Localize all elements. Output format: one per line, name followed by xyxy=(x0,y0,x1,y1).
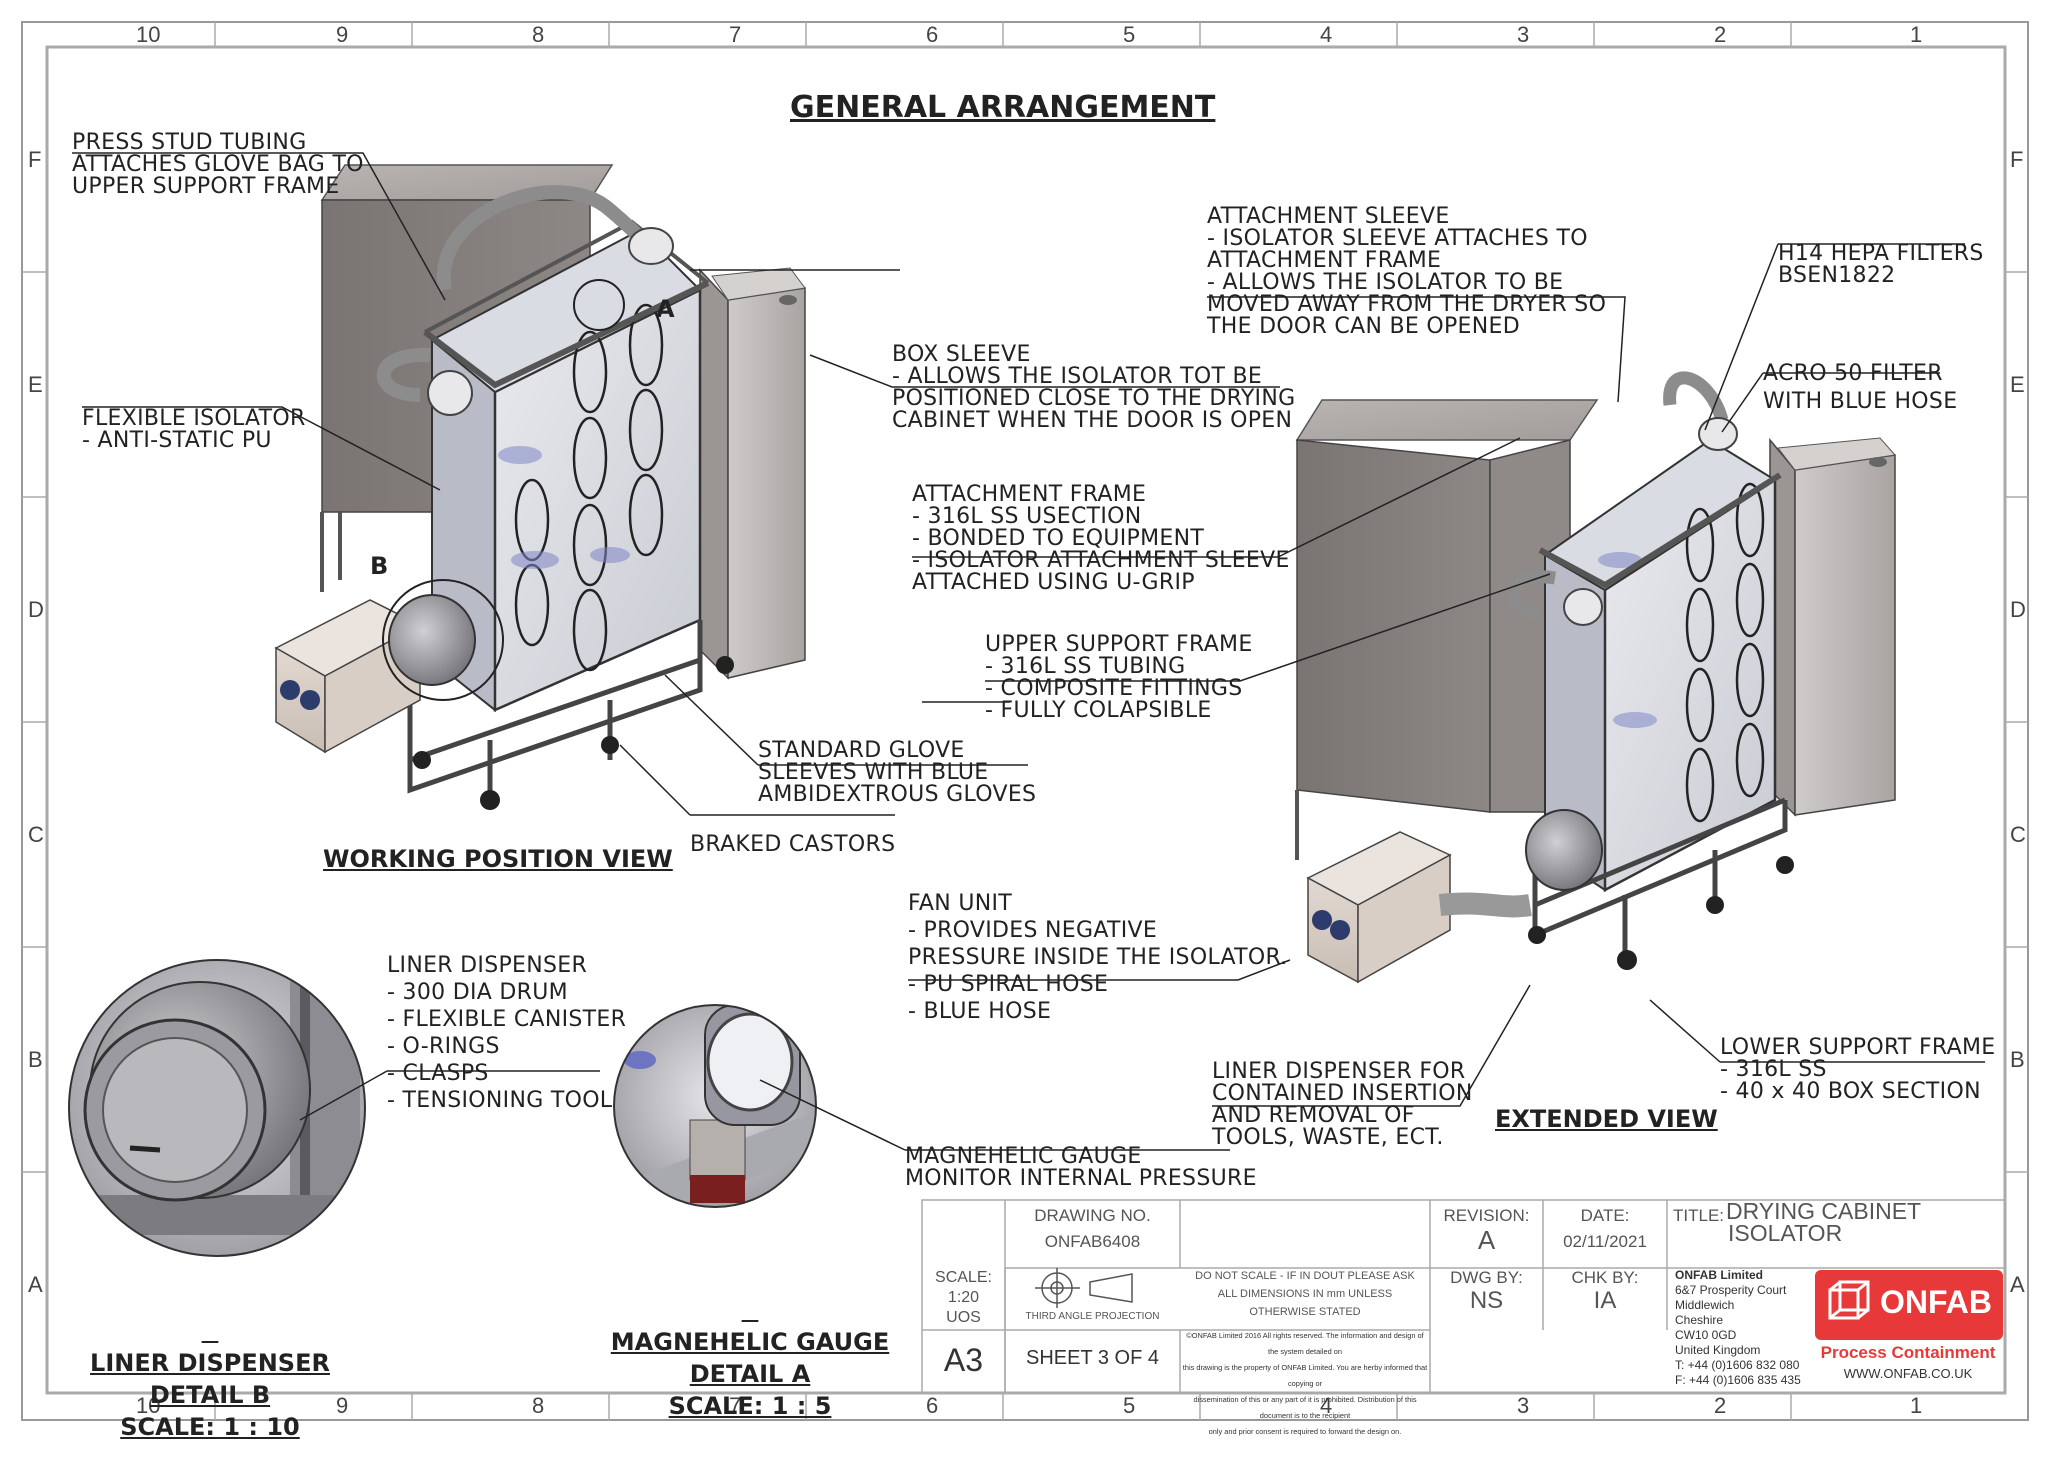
callout-braked-castors: BRAKED CASTORS xyxy=(690,832,896,857)
callout-liner-dispenser: LINER DISPENSER- 300 DIA DRUM- FLEXIBLE … xyxy=(387,953,627,1113)
detail-b-illustration xyxy=(68,959,366,1257)
zone-col-10-bottom: 10 xyxy=(136,1393,161,1418)
zone-row-a-left: A xyxy=(28,1272,43,1297)
zone-row-b-right: B xyxy=(2010,1047,2025,1072)
zone-row-c-left: C xyxy=(28,822,44,847)
sheet-number: SHEET 3 OF 4 xyxy=(1025,1347,1159,1369)
zone-col-2-top: 2 xyxy=(1714,22,1727,47)
revision-value: A xyxy=(1477,1225,1496,1255)
working-view-title: WORKING POSITION VIEW xyxy=(323,845,673,873)
zone-col-10-top: 10 xyxy=(136,22,161,47)
drawing-no-label: DRAWING NO. xyxy=(1034,1206,1151,1225)
drawing-sheet: 10 9 8 7 6 5 4 3 2 1 10 9 8 7 6 5 4 3 2 … xyxy=(21,21,2029,1441)
zone-row-a-right: A xyxy=(2010,1272,2025,1297)
zone-col-2-bottom: 2 xyxy=(1714,1393,1727,1418)
company-website: WWW.ONFAB.CO.UK xyxy=(1843,1366,1973,1381)
marker-b: B xyxy=(370,552,389,580)
callout-lower-support-frame: LOWER SUPPORT FRAME- 316L SS- 40 x 40 BO… xyxy=(1720,1035,1996,1104)
heading-underlines xyxy=(690,269,1010,703)
callout-attachment-sleeve: ATTACHMENT SLEEVE- ISOLATOR SLEEVE ATTAC… xyxy=(1207,204,1607,339)
extended-view-illustration xyxy=(1295,371,1896,984)
callout-flexible-isolator: FLEXIBLE ISOLATOR- ANTI-STATIC PU xyxy=(82,406,306,453)
drawing-no-value: ONFAB6408 xyxy=(1044,1232,1141,1251)
zone-col-7-bottom: 7 xyxy=(729,1393,742,1418)
dwg-by-label: DWG BY: xyxy=(1450,1268,1523,1287)
zone-col-8-bottom: 8 xyxy=(532,1393,545,1418)
zone-col-3-top: 3 xyxy=(1517,22,1530,47)
working-position-illustration xyxy=(274,164,806,810)
zone-row-b-left: B xyxy=(28,1047,43,1072)
zone-row-f-left: F xyxy=(28,147,42,172)
zone-col-6-top: 6 xyxy=(926,22,939,47)
marker-a: A xyxy=(656,295,675,323)
logo-text: ONFAB xyxy=(1880,1284,1992,1320)
callout-attachment-frame: ATTACHMENT FRAME- 316L SS USECTION- BOND… xyxy=(912,482,1290,595)
zone-col-7-top: 7 xyxy=(729,22,742,47)
zone-col-5-top: 5 xyxy=(1123,22,1136,47)
zone-col-1-bottom: 1 xyxy=(1910,1393,1923,1418)
zone-col-4-top: 4 xyxy=(1320,22,1333,47)
zone-col-3-bottom: 3 xyxy=(1517,1393,1530,1418)
sheet-title: GENERAL ARRANGEMENT xyxy=(790,90,1216,125)
date-label: DATE: xyxy=(1580,1206,1630,1225)
logo-tagline: Process Containment xyxy=(1820,1343,1996,1362)
chk-by-value: IA xyxy=(1593,1287,1617,1314)
logo-cube-icon xyxy=(1828,1280,1870,1320)
chk-by-label: CHK BY: xyxy=(1571,1268,1639,1287)
callout-upper-support-frame: UPPER SUPPORT FRAME- 316L SS TUBING- COM… xyxy=(985,632,1253,723)
zone-col-9-bottom: 9 xyxy=(336,1393,349,1418)
title-block-grid xyxy=(921,1199,2006,1394)
zone-row-e-right: E xyxy=(2010,372,2025,397)
zone-col-6-bottom: 6 xyxy=(926,1393,939,1418)
zone-row-d-left: D xyxy=(28,597,44,622)
leader-lines xyxy=(72,152,1985,1151)
zone-col-1-top: 1 xyxy=(1910,22,1923,47)
drawing-artwork xyxy=(21,21,2029,1421)
zone-row-d-right: D xyxy=(2010,597,2026,622)
detail-a-illustration xyxy=(613,1004,817,1208)
revision-label: REVISION: xyxy=(1443,1206,1530,1225)
zone-ticks xyxy=(22,22,2028,1420)
projection-label: THIRD ANGLE PROJECTION xyxy=(1025,1311,1160,1322)
zone-row-e-left: E xyxy=(28,372,43,397)
projection-symbol xyxy=(1035,1268,1133,1308)
copyright-notice: ©ONFAB Limited 2016 All rights reserved.… xyxy=(1182,1331,1428,1436)
date-value: 02/11/2021 xyxy=(1563,1232,1647,1251)
zone-row-c-right: C xyxy=(2010,822,2026,847)
sheet-size: A3 xyxy=(943,1342,984,1378)
extended-view-title: EXTENDED VIEW xyxy=(1495,1105,1718,1133)
zone-col-9-top: 9 xyxy=(336,22,349,47)
zone-col-8-top: 8 xyxy=(532,22,545,47)
dwg-by-value: NS xyxy=(1469,1287,1504,1314)
zone-row-f-right: F xyxy=(2010,147,2024,172)
zone-col-5-bottom: 5 xyxy=(1123,1393,1136,1418)
outer-border xyxy=(21,21,2029,1421)
zone-col-4-bottom: 4 xyxy=(1320,1393,1333,1418)
title-label: TITLE: xyxy=(1673,1206,1725,1225)
